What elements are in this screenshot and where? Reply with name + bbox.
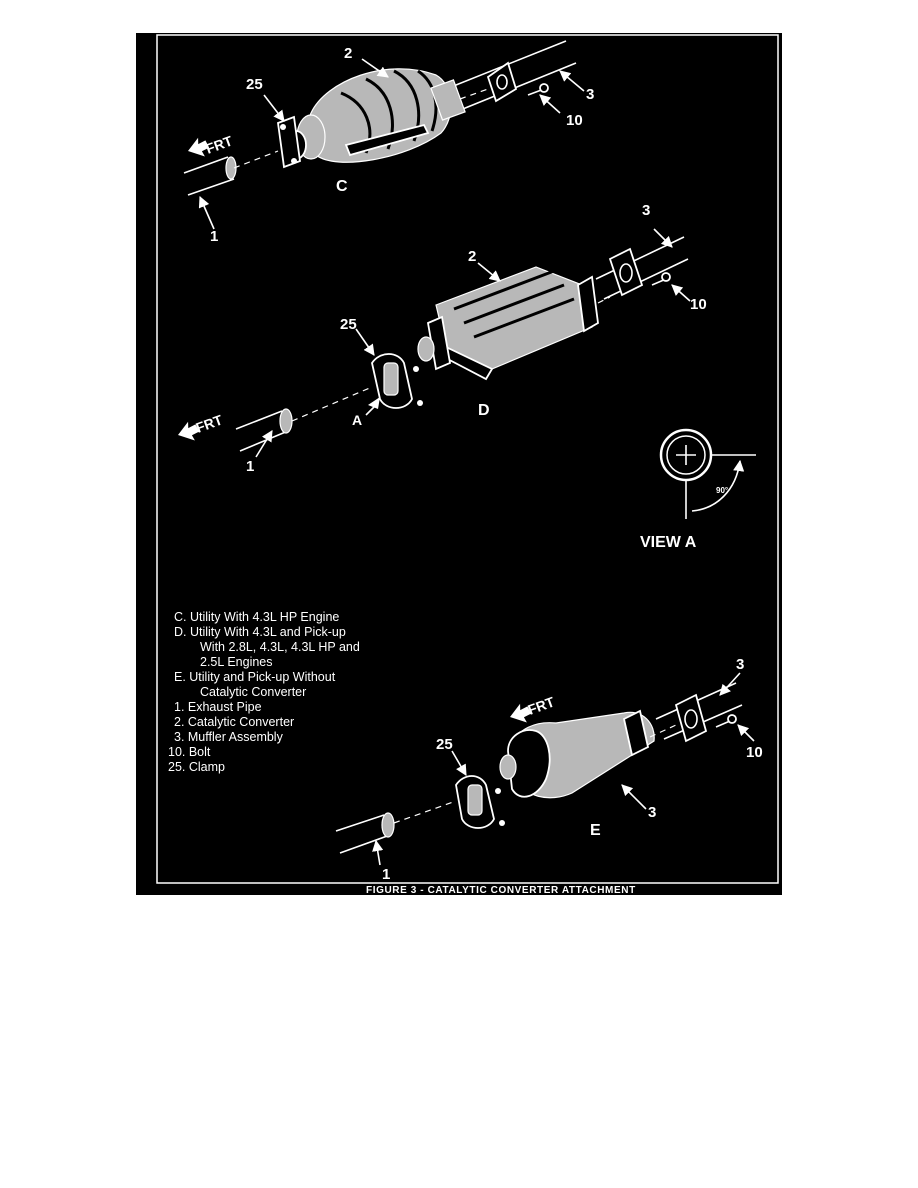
figure-panel: 2 25 3 10 1 C FRT: [136, 33, 782, 895]
callout-c-clamp: 25: [246, 76, 263, 93]
callout-d-bolt: 10: [690, 296, 707, 313]
figure-border: [156, 34, 779, 884]
front-arrow-e: [510, 703, 532, 723]
callout-d-muffler: 3: [642, 202, 650, 219]
callout-d-clamp: 25: [340, 316, 357, 333]
legend-line: 1. Exhaust Pipe: [174, 700, 262, 714]
callout-c-exhaust-pipe: 1: [210, 228, 218, 245]
catalytic-converter-diagram: 2 25 3 10 1 C FRT: [136, 33, 782, 895]
callout-c-converter: 2: [344, 45, 352, 62]
view-d-callouts: [255, 228, 691, 458]
front-arrow-c: [188, 137, 210, 157]
view-a-detail: [659, 428, 756, 519]
legend-line: 25. Clamp: [168, 760, 225, 774]
front-arrow-d: [178, 421, 200, 441]
legend-line: With 2.8L, 4.3L, 4.3L HP and: [200, 640, 360, 654]
callout-d-exhaust-pipe: 1: [246, 458, 254, 475]
view-c-illustration: [183, 40, 577, 196]
callout-e-muffler: 3: [648, 804, 656, 821]
view-d-illustration: [235, 236, 689, 452]
legend-line: 2. Catalytic Converter: [174, 715, 294, 729]
legend-line: 10. Bolt: [168, 745, 211, 759]
legend-line: D. Utility With 4.3L and Pick-up: [174, 625, 346, 639]
callout-e-exhaust-pipe: 1: [382, 866, 390, 883]
legend-line: C. Utility With 4.3L HP Engine: [174, 610, 339, 624]
view-a-angle: 90°: [716, 486, 728, 495]
callout-e-muffler-top: 3: [736, 656, 744, 673]
figure-caption: FIGURE 3 - CATALYTIC CONVERTER ATTACHMEN…: [366, 885, 636, 895]
legend-line: E. Utility and Pick-up Without: [174, 670, 336, 684]
view-label-c: C: [336, 178, 348, 195]
view-a-title: VIEW A: [640, 534, 697, 551]
callout-c-muffler: 3: [586, 86, 594, 103]
legend-line: 3. Muffler Assembly: [174, 730, 284, 744]
view-label-e: E: [590, 822, 601, 839]
view-e-callouts: [372, 672, 755, 866]
legend-line: Catalytic Converter: [200, 685, 306, 699]
callout-e-clamp: 25: [436, 736, 453, 753]
legend-line: 2.5L Engines: [200, 655, 273, 669]
view-a-marker: A: [352, 412, 362, 428]
view-a-arrow-icon: [368, 397, 380, 409]
callout-d-converter: 2: [468, 248, 476, 265]
callout-e-bolt: 10: [746, 744, 763, 761]
view-c-callouts: [198, 58, 585, 230]
callout-c-bolt: 10: [566, 112, 583, 129]
legend: C. Utility With 4.3L HP Engine D. Utilit…: [168, 610, 360, 774]
view-e-illustration: [335, 682, 743, 854]
view-label-d: D: [478, 402, 490, 419]
